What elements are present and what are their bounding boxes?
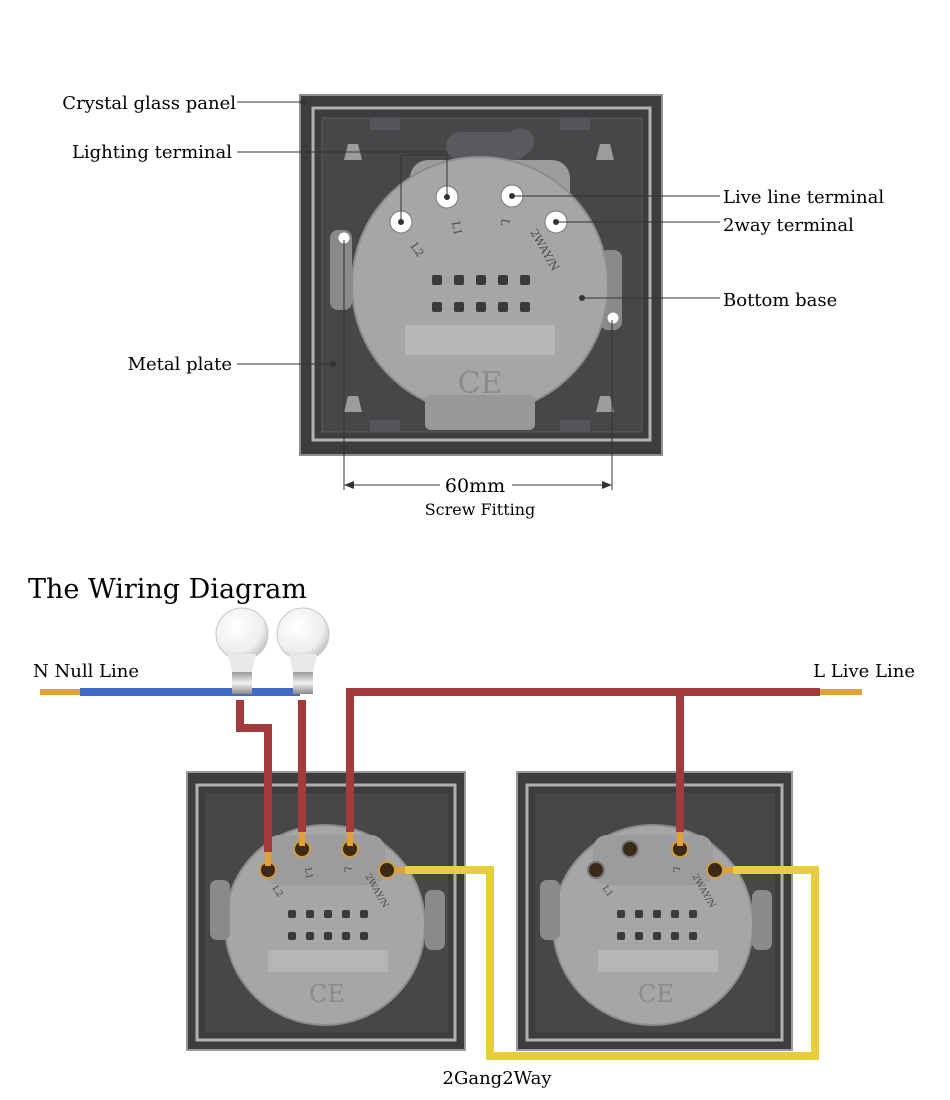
- vent-dot: [454, 275, 464, 285]
- bulb-1-icon: [215, 607, 269, 694]
- label-crystal-glass-panel: Crystal glass panel: [62, 93, 236, 114]
- vent-dot: [653, 910, 661, 918]
- vent-dot: [653, 932, 661, 940]
- wiring-caption: 2Gang2Way: [443, 1068, 553, 1089]
- vent-dot: [476, 275, 486, 285]
- vent-dot: [617, 910, 625, 918]
- vent-dot: [498, 302, 508, 312]
- callout-leaders: [237, 99, 720, 367]
- label-live-line-terminal: Live line terminal: [723, 187, 884, 208]
- vent-dot: [432, 275, 442, 285]
- bulb-2-icon: [276, 607, 330, 694]
- ce-mark: CE: [309, 980, 345, 1008]
- label-lighting-terminal: Lighting terminal: [72, 142, 232, 163]
- terminal-label-l1: L1: [449, 220, 464, 236]
- vent-dot: [432, 302, 442, 312]
- two-way-wire: [405, 866, 819, 1060]
- vent-dot: [689, 932, 697, 940]
- switch-back-view: L2 L1 L 2WAY/N CE: [299, 94, 663, 456]
- metal-plate: [311, 106, 652, 442]
- vent-dot: [324, 932, 332, 940]
- vent-dot: [476, 302, 486, 312]
- terminal-label-l: L: [341, 865, 352, 873]
- vent-dot: [324, 910, 332, 918]
- dimension-value: 60mm: [445, 475, 505, 497]
- vent-dot: [671, 910, 679, 918]
- terminal-label-l: L: [670, 865, 681, 873]
- terminal-label-l: L: [498, 217, 512, 227]
- null-line-label: N Null Line: [33, 661, 139, 682]
- wiring-diagram-title: The Wiring Diagram: [28, 574, 307, 605]
- label-area: [405, 325, 555, 355]
- vent-dot: [520, 275, 530, 285]
- label-bottom-base: Bottom base: [723, 290, 837, 311]
- vent-dot: [617, 932, 625, 940]
- vent-dot: [288, 910, 296, 918]
- vent-dot: [306, 932, 314, 940]
- ce-mark: CE: [458, 366, 503, 401]
- vent-dot: [342, 910, 350, 918]
- vent-dot: [671, 932, 679, 940]
- l2-load-wire: [236, 700, 272, 852]
- switch-2: CE L1 L 2WAY/N: [516, 771, 793, 1051]
- dimension-caption: Screw Fitting: [425, 500, 536, 519]
- dimension-line: [343, 240, 613, 490]
- switch-1: CE L2 L1 L 2WAY/N: [186, 771, 466, 1051]
- vent-dot: [520, 302, 530, 312]
- label-2way-terminal: 2way terminal: [723, 215, 854, 236]
- label-metal-plate: Metal plate: [128, 354, 232, 375]
- vent-dot: [342, 932, 350, 940]
- wires: [40, 688, 862, 1060]
- vent-dot: [306, 910, 314, 918]
- vent-dot: [288, 932, 296, 940]
- live-line-wire: [346, 688, 820, 832]
- ce-mark: CE: [638, 980, 674, 1008]
- live-line-label: L Live Line: [813, 661, 915, 682]
- vent-dots: [432, 275, 530, 312]
- terminal-label-l1: L1: [302, 867, 314, 880]
- vent-dot: [454, 302, 464, 312]
- vent-dot: [498, 275, 508, 285]
- vent-dot: [360, 932, 368, 940]
- light-bulbs: [215, 607, 330, 694]
- vent-dot: [360, 910, 368, 918]
- vent-dot: [635, 910, 643, 918]
- vent-dot: [689, 910, 697, 918]
- vent-dot: [635, 932, 643, 940]
